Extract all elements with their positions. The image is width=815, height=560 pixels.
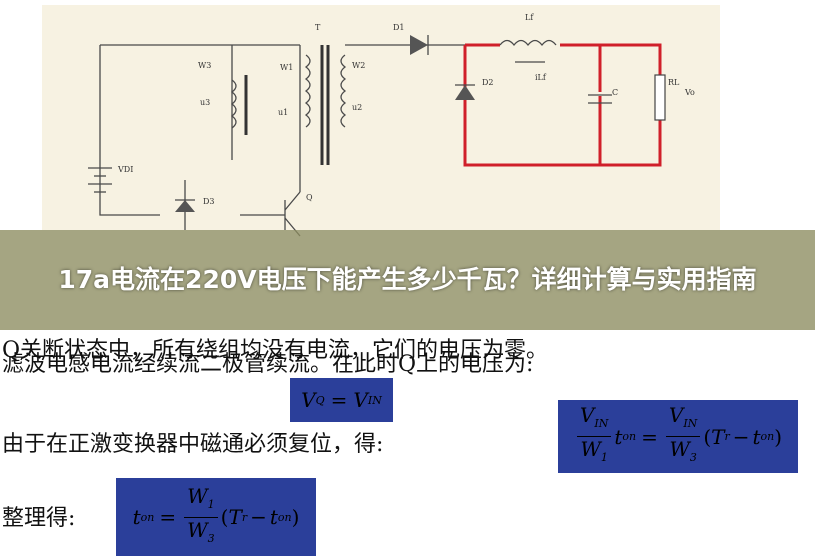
- diode-d3: [175, 180, 195, 230]
- label-ilf: iLf: [535, 73, 547, 82]
- label-u1: u1: [278, 108, 288, 117]
- label-q: Q: [306, 193, 313, 202]
- label-d2: D2: [482, 78, 494, 87]
- banner-title: 17a电流在220V电压下能产生多少千瓦？详细计算与实用指南: [58, 265, 757, 294]
- resistor-rl: [654, 74, 666, 121]
- wire-output-top2: [463, 43, 662, 167]
- coil-w1: [304, 54, 311, 128]
- label-w3: W3: [198, 61, 211, 70]
- text-line-4: 整理得:: [2, 506, 76, 531]
- coil-w2: [340, 54, 347, 128]
- label-w2: W2: [352, 61, 365, 70]
- schematic-background: [42, 5, 720, 230]
- label-c: C: [612, 88, 618, 97]
- text-line-3: 由于在正激变换器中磁通必须复位，得:: [2, 432, 384, 457]
- capacitor-c: [588, 92, 612, 104]
- battery-symbol: [88, 167, 112, 193]
- label-lf: Lf: [525, 13, 534, 22]
- diode-d1: [410, 35, 429, 55]
- inductor-lf: [499, 39, 557, 47]
- wire-left-loop: [99, 45, 160, 216]
- label-vdi: VDI: [117, 165, 133, 174]
- label-w1: W1: [280, 63, 293, 72]
- label-d1: D1: [393, 23, 405, 32]
- label-u2: u2: [352, 103, 362, 112]
- label-rl: RL: [668, 78, 680, 87]
- title-banner: 17a电流在220V电压下能产生多少千瓦？详细计算与实用指南: [0, 230, 815, 330]
- diode-d2: [455, 84, 475, 100]
- label-t: T: [315, 23, 321, 32]
- coil-w3: [230, 79, 237, 129]
- label-u3: u3: [200, 98, 210, 107]
- label-vo: Vo: [684, 88, 695, 97]
- text-line-1: Q关断状态中，所有绕组均没有电流，它们的电压为零。: [2, 338, 549, 363]
- text-line-2: 滤波电感电流经续流二极管续流。在此时Q上的电压为:: [2, 352, 534, 377]
- label-d3: D3: [203, 197, 215, 206]
